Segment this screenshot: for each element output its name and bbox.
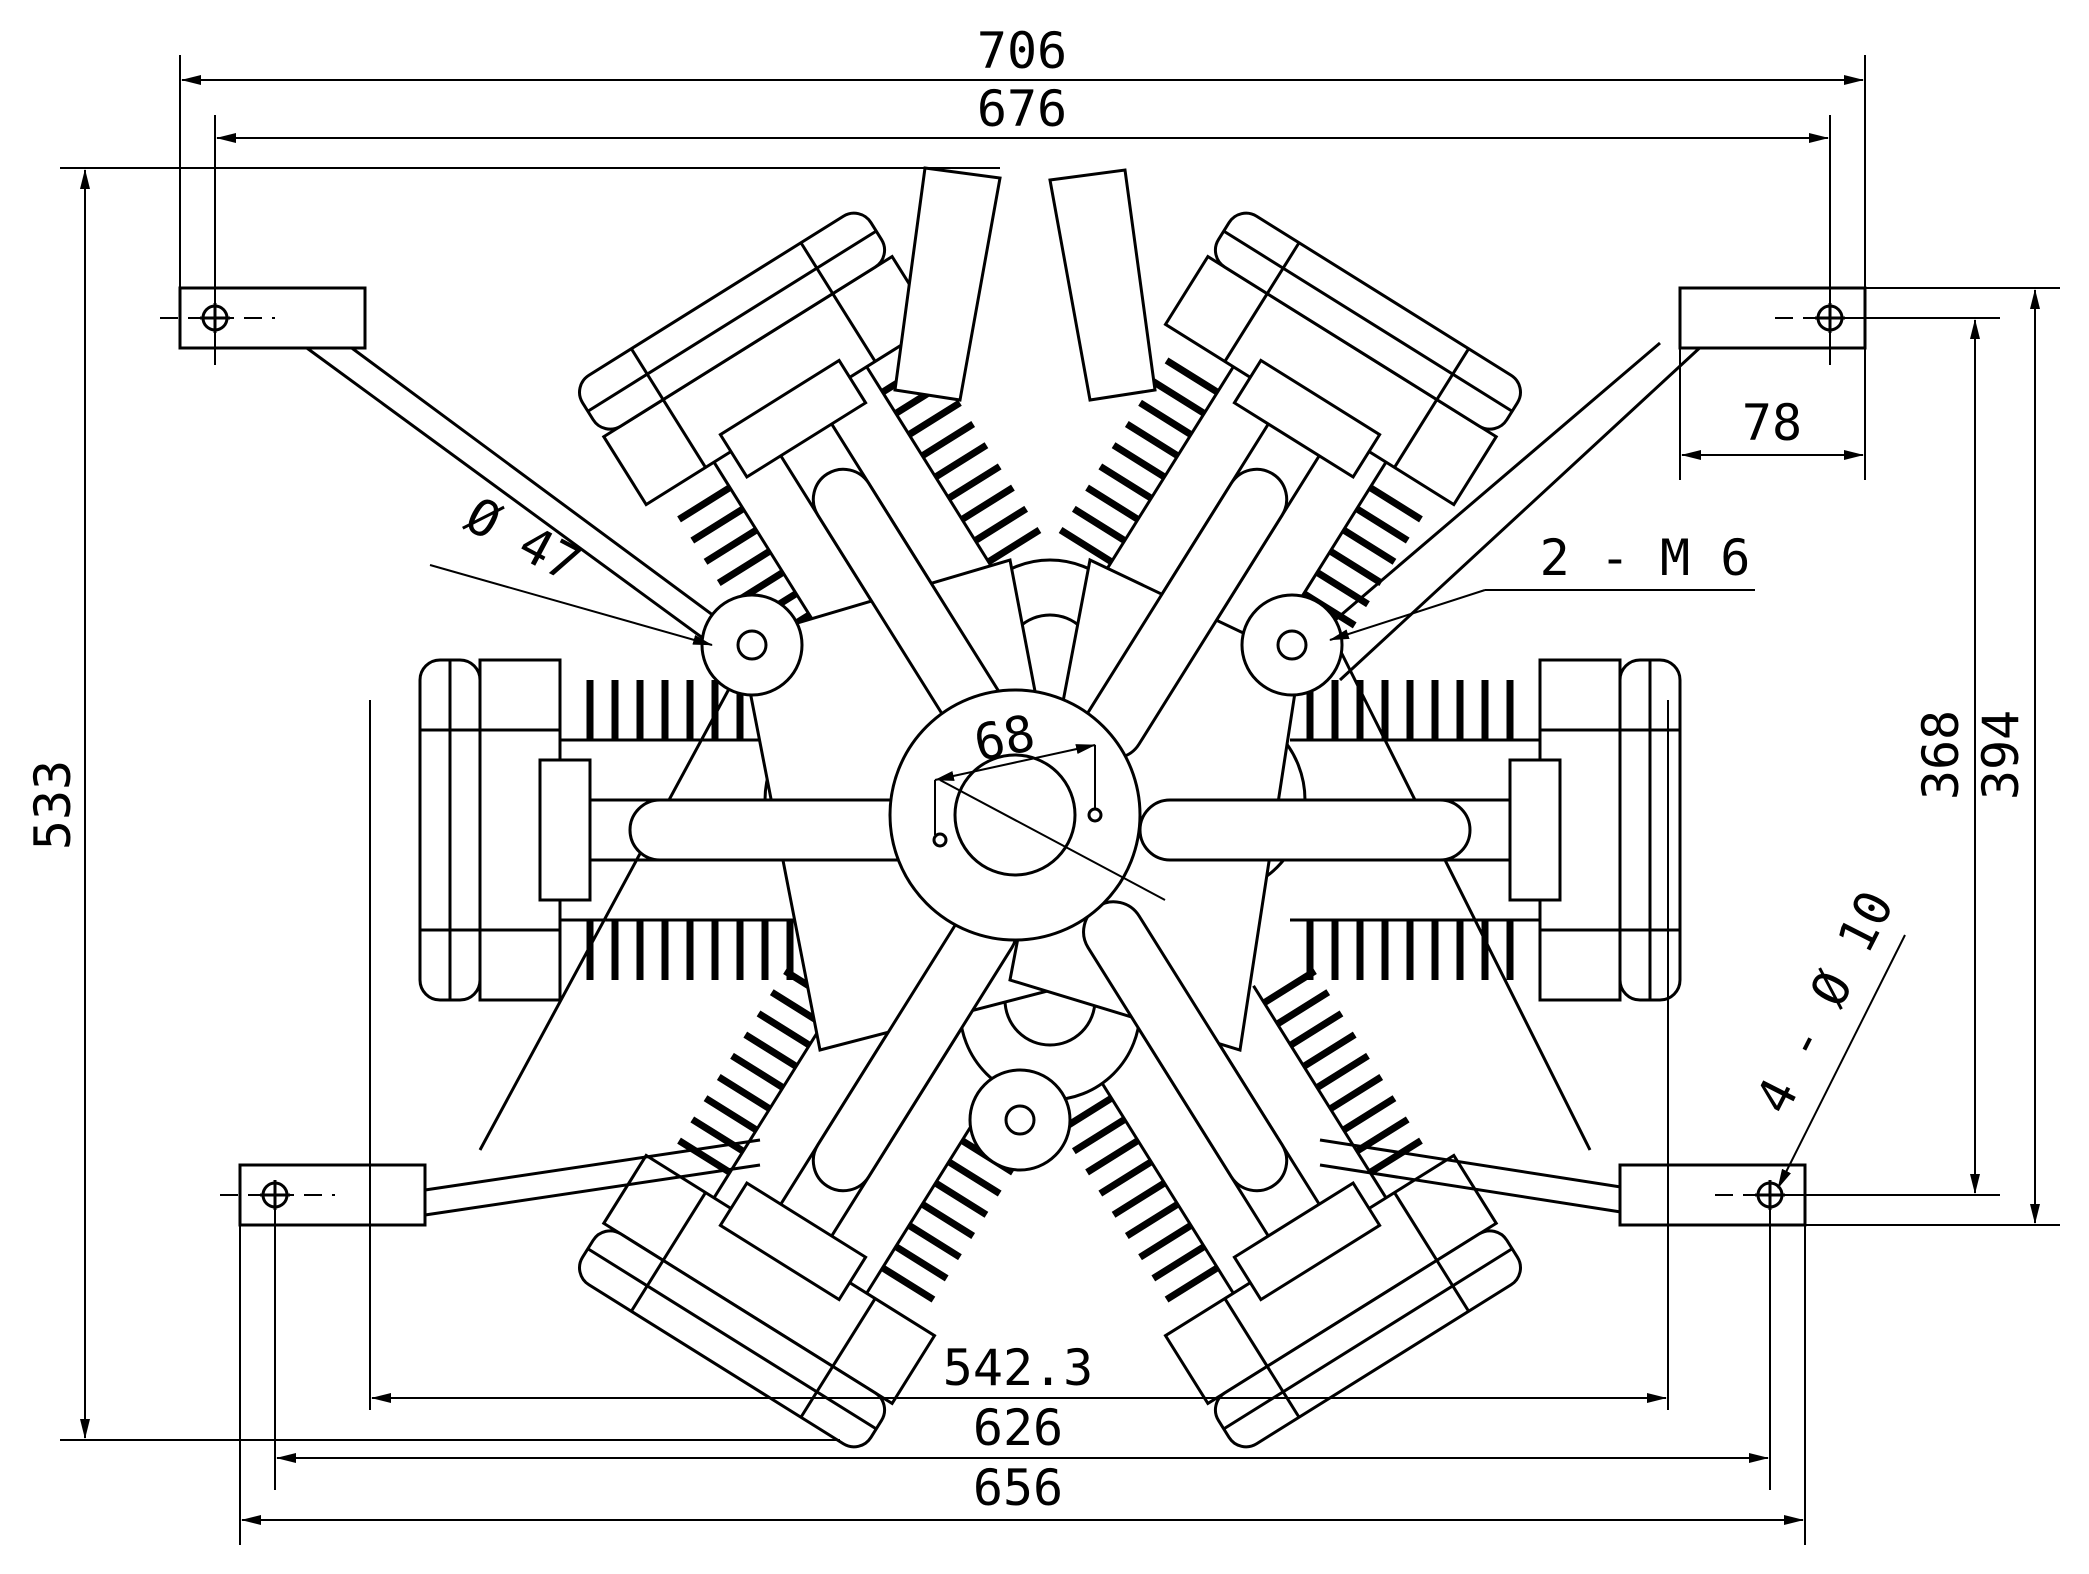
dim-overall-width: 706	[977, 22, 1067, 80]
cylinder-upper-right	[1058, 211, 1522, 710]
dim-368: 368	[1912, 710, 1970, 800]
dim-height-533: 533	[24, 760, 82, 850]
mount-bosses	[700, 593, 1344, 1172]
callout-holes-10: 4 - Ø 10	[1744, 882, 1905, 1123]
dim-hub-68: 68	[969, 704, 1040, 773]
dim-656: 656	[973, 1459, 1063, 1517]
dim-394: 394	[1972, 710, 2030, 800]
callout-thread-m6: 2 - M 6	[1540, 529, 1751, 587]
connecting-rods	[628, 467, 1472, 1193]
engine-body	[299, 166, 1707, 1449]
dim-626: 626	[973, 1399, 1063, 1457]
dim-width-676: 676	[977, 80, 1067, 138]
dimension-lines	[60, 55, 2060, 1545]
dim-mount-tab-78: 78	[1742, 394, 1802, 452]
dim-542: 542.3	[943, 1339, 1094, 1397]
propeller-stubs	[893, 166, 1157, 402]
